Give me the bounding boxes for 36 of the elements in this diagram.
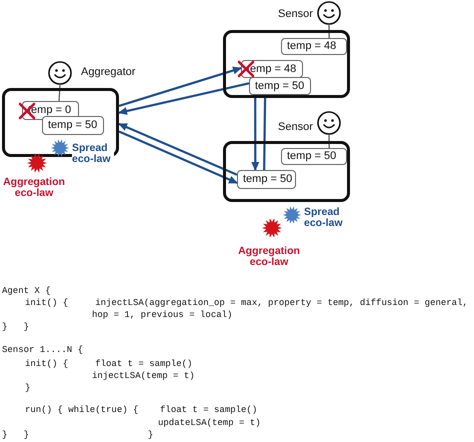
agent-box: [223, 30, 350, 98]
code-line: } } }: [2, 431, 154, 440]
code-line: }: [25, 384, 30, 393]
smiley-face: [48, 61, 72, 85]
lsa-tuple-box: temp = 50: [42, 116, 104, 135]
code-line: injectLSA(temp = t): [92, 372, 195, 381]
smiley-face: [317, 111, 341, 135]
lsa-tuple-box: temp = 50: [281, 148, 347, 165]
code-line: Agent X {: [2, 287, 51, 296]
smiley-face: [317, 1, 341, 25]
code-line: init() { injectLSA(aggregation_op = max, property = temp, diffusion = general,: [25, 299, 468, 308]
lsa-tuple-box: temp = 48: [281, 38, 347, 55]
arrow: [118, 82, 250, 115]
lsa-tuple-box: temp = 50: [237, 170, 296, 189]
agent-name: Sensor: [278, 121, 313, 133]
code-line: } }: [2, 323, 30, 332]
eco-law-label: Spread eco-law: [72, 143, 114, 166]
connector-line: [328, 25, 330, 38]
connector-line: [328, 135, 330, 148]
arrow: [251, 95, 260, 171]
arrow: [118, 66, 242, 107]
code-line: updateLSA(temp = t): [158, 419, 261, 428]
code-line: Sensor 1....N {: [2, 346, 84, 355]
agent-name: Aggregator: [81, 66, 136, 78]
lsa-tuple-box: temp = 50: [249, 77, 311, 95]
eco-law-label: Aggregation eco-law: [237, 246, 301, 268]
eco-law-label: Aggregation eco-law: [2, 177, 66, 200]
agent-box: [223, 141, 350, 202]
code-line: run() { while(true) { float t = sample(): [25, 406, 258, 415]
connector-line: [58, 84, 61, 102]
arrow: [118, 130, 238, 184]
agent-name: Sensor: [278, 8, 313, 20]
arrow: [118, 122, 238, 176]
code-line: hop = 1, previous = local): [92, 311, 232, 320]
code-line: init() { float t = sample(): [25, 360, 192, 369]
eco-law-label: Spread eco-law: [304, 207, 346, 230]
